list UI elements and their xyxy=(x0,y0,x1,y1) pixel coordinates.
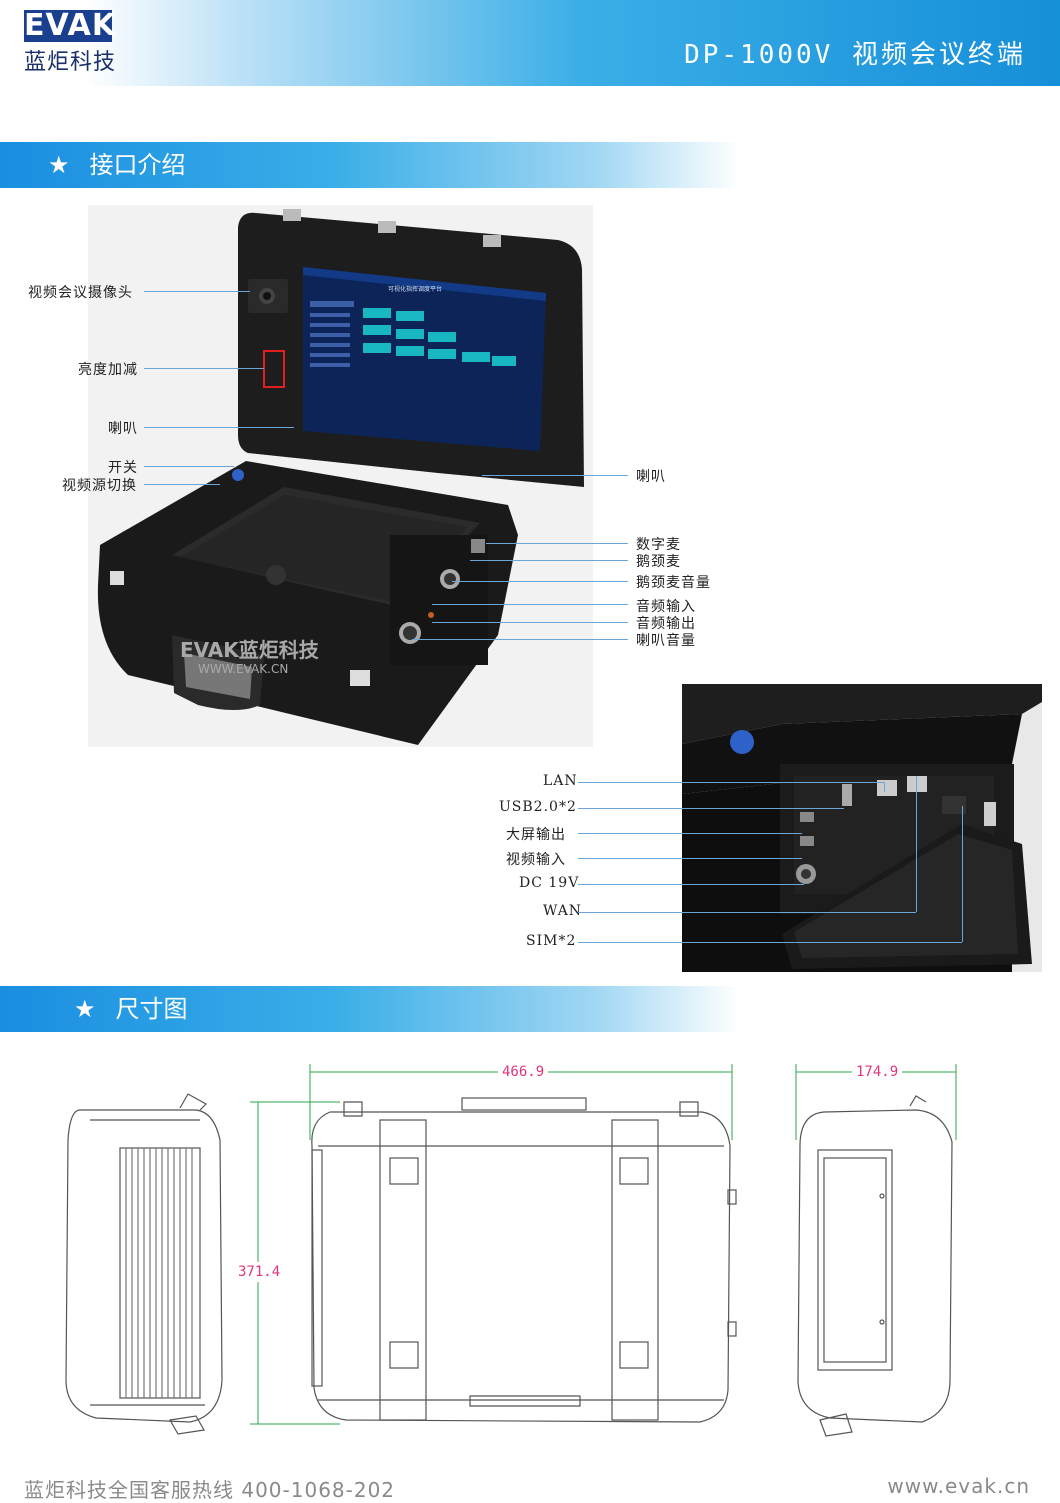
dimension-height: 371.4 xyxy=(238,1262,281,1282)
leader-gooseneck-mic xyxy=(470,560,628,561)
label-camera: 视频会议摄像头 xyxy=(28,285,133,301)
device-port-photo xyxy=(682,684,1042,972)
leader-gooseneck-volume xyxy=(452,581,628,582)
section-dimension-title: 尺寸图 xyxy=(115,995,188,1023)
watermark-url: WWW.EVAK.CN xyxy=(198,662,288,676)
label-power: 开关 xyxy=(108,460,138,476)
section-interface-bar: ★ 接口介绍 xyxy=(0,142,740,188)
leader-power xyxy=(144,466,234,467)
dimension-width: 466.9 xyxy=(498,1064,549,1080)
label-gooseneck-mic: 鹅颈麦 xyxy=(636,554,681,570)
leader-big-screen-out xyxy=(578,833,802,834)
footer-hotline: 蓝炬科技全国客服热线 400-1068-202 xyxy=(24,1478,396,1502)
label-brightness: 亮度加减 xyxy=(78,362,138,378)
label-speaker-left: 喇叭 xyxy=(108,421,138,437)
label-sim: SIM*2 xyxy=(526,933,577,949)
leader-lan xyxy=(578,782,884,783)
label-usb: USB2.0*2 xyxy=(499,799,577,815)
star-icon: ★ xyxy=(48,151,70,179)
leader-sim xyxy=(578,942,962,943)
screen-title: 可视化指挥调度平台 xyxy=(388,285,442,293)
page-header xyxy=(0,0,1060,86)
label-lan: LAN xyxy=(543,773,578,789)
label-gooseneck-volume: 鹅颈麦音量 xyxy=(636,575,711,591)
section-interface-title: 接口介绍 xyxy=(89,151,186,179)
label-video-source: 视频源切换 xyxy=(62,478,137,494)
section-dimension-bar: ★ 尺寸图 xyxy=(0,986,740,1032)
leader-usb xyxy=(578,808,844,809)
label-dc-19v: DC 19V xyxy=(519,875,580,891)
label-video-in: 视频输入 xyxy=(506,852,566,868)
logo-mark: EVAK xyxy=(24,8,117,43)
brand-logo: EVAK 蓝炬科技 xyxy=(24,10,116,76)
leader-dc-19v xyxy=(578,884,804,885)
label-wan: WAN xyxy=(543,903,583,919)
leader-lan-v xyxy=(884,782,885,792)
leader-video-in xyxy=(578,858,802,859)
leader-sim-v xyxy=(962,806,963,942)
watermark-brand: EVAK蓝炬科技 xyxy=(180,638,320,662)
label-audio-out: 音频输出 xyxy=(636,616,696,632)
leader-video-source xyxy=(144,484,220,485)
dimension-drawing xyxy=(65,1064,957,1437)
label-big-screen-out: 大屏输出 xyxy=(506,827,566,843)
device-open-photo: 可视化指挥调度平台 EVAK蓝炬科技 WWW.EVAK.CN xyxy=(88,205,593,747)
document-title: DP-1000V 视频会议终端 xyxy=(684,40,1026,70)
leader-camera xyxy=(144,291,250,292)
logo-cn-name: 蓝炬科技 xyxy=(24,50,117,75)
leader-speaker-right xyxy=(482,475,628,476)
leader-brightness xyxy=(144,368,264,369)
label-audio-in: 音频输入 xyxy=(636,599,696,615)
label-speaker-right: 喇叭 xyxy=(636,469,666,485)
leader-speaker-volume xyxy=(412,639,628,640)
label-digital-mic: 数字麦 xyxy=(636,537,681,553)
label-speaker-volume: 喇叭音量 xyxy=(636,633,696,649)
leader-audio-out xyxy=(432,622,628,623)
leader-audio-in xyxy=(432,604,628,605)
dimension-depth: 174.9 xyxy=(852,1064,903,1080)
leader-wan xyxy=(578,912,916,913)
footer-website[interactable]: www.evak.cn xyxy=(887,1474,1030,1498)
leader-speaker-left xyxy=(144,427,294,428)
star-icon: ★ xyxy=(74,995,96,1023)
leader-digital-mic xyxy=(486,543,628,544)
leader-wan-v xyxy=(916,776,917,912)
